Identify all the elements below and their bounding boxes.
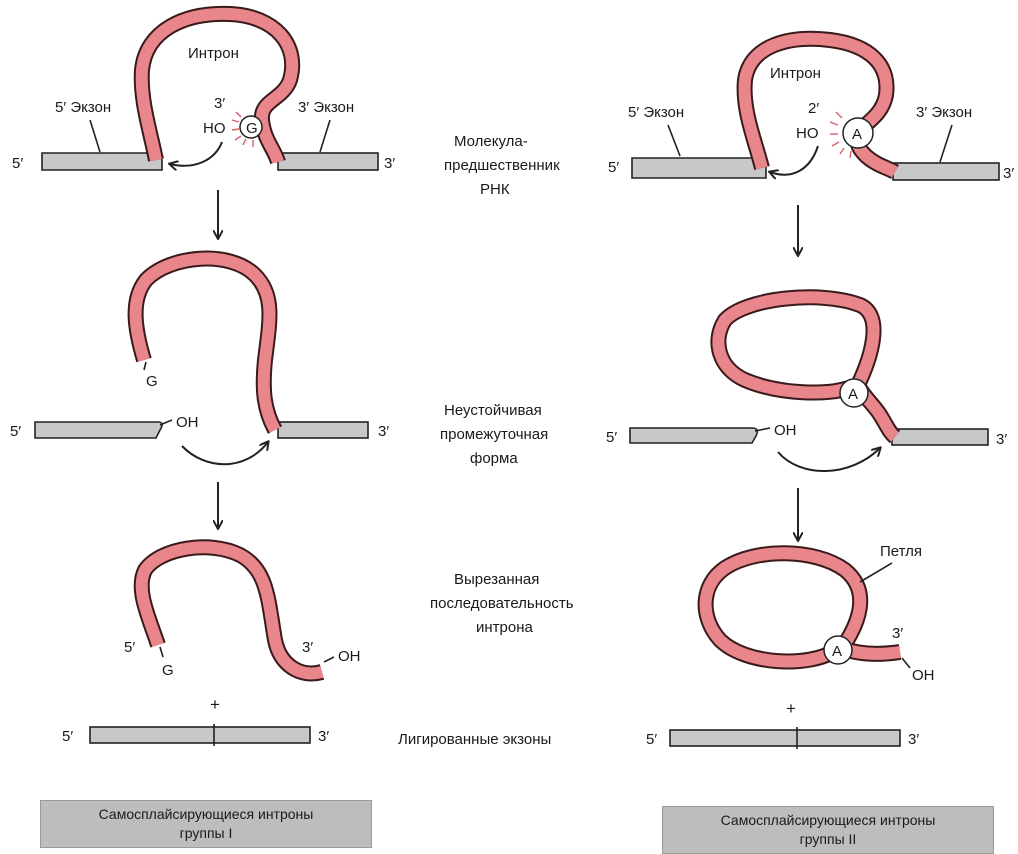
ligation-arrow: [778, 448, 880, 471]
group2-ligated: 5′ 3′: [646, 727, 919, 749]
oh-label: OH: [912, 667, 935, 684]
exon-3-bar: [278, 153, 378, 170]
exon-5-bar: [630, 428, 757, 443]
end5-label: 5′: [606, 429, 617, 446]
a-label: A: [852, 126, 862, 143]
intermediate-line3: форма: [470, 450, 518, 467]
exon5-label: 5′ Экзон: [628, 104, 684, 121]
end5-label: 5′: [608, 159, 619, 176]
loop-label: Петля: [880, 543, 922, 560]
intron-label: Интрон: [188, 45, 239, 62]
a-label: A: [832, 643, 842, 660]
exon-3-bar: [892, 429, 988, 445]
group1-intermediate: G OH 5′ 3′: [10, 259, 389, 465]
intron-strand: [142, 547, 322, 673]
precursor-line2: предшественник: [444, 157, 560, 174]
end3-label: 3′: [908, 731, 919, 748]
excised-line3: интрона: [476, 619, 534, 636]
intron-lariat: [718, 297, 895, 437]
ligated-exon-bar: [670, 730, 900, 746]
end5-label: 5′: [62, 728, 73, 745]
caption-group2-line1: Самосплайсирующиеся интроны: [669, 811, 987, 830]
g-label: G: [162, 662, 174, 679]
exon3-label: 3′ Экзон: [298, 99, 354, 116]
prime3-label: 3′: [892, 625, 903, 642]
ligated-label: Лигированные экзоны: [398, 731, 551, 748]
precursor-line3: РНК: [480, 181, 510, 198]
ligated-exon-bar: [90, 727, 310, 743]
ho-label: HO: [796, 125, 819, 142]
group2-intermediate: A OH 5′ 3′: [606, 297, 1007, 471]
ligation-arrow: [182, 442, 268, 464]
end5-label: 5′: [646, 731, 657, 748]
exon3-label: 3′ Экзон: [916, 104, 972, 121]
intron-strand: [745, 39, 895, 172]
exon-5-bar: [42, 153, 162, 170]
group2-precursor: A HO 2′ Интрон 5′ Экзон 3′ Экзон 5′ 3′: [608, 39, 1014, 182]
end3-label: 3′: [378, 423, 389, 440]
oh-label: OH: [774, 422, 797, 439]
exon-5-bar: [632, 158, 766, 178]
intron-strand: [142, 14, 292, 162]
caption-group2-line2: группы II: [669, 830, 987, 849]
end5-label: 5′: [10, 423, 21, 440]
intermediate-line1: Неустойчивая: [444, 402, 542, 419]
exon-3-bar: [278, 422, 368, 438]
group1-excised: G 5′ 3′ OH +: [124, 547, 361, 714]
prime5-label: 5′: [124, 639, 135, 656]
end3-label: 3′: [996, 431, 1007, 448]
attack-arrow: [770, 146, 818, 175]
middle-labels: Молекула- предшественник РНК Неустойчива…: [398, 133, 574, 748]
prime3-label: 3′: [302, 639, 313, 656]
intron-lariat: [706, 553, 900, 661]
plus-sign: +: [786, 699, 796, 718]
end3-label: 3′: [1003, 165, 1014, 182]
excised-line1: Вырезанная: [454, 571, 539, 588]
g-label: G: [246, 120, 258, 137]
end5-label: 5′: [12, 155, 23, 172]
group1-precursor: G HO 3′ Интрон 5′ Экзон 3′ Экзон 5′ 3′: [12, 14, 395, 172]
caption-group1: Самосплайсирующиеся интроны группы I: [40, 800, 372, 848]
intron-strand: [136, 259, 275, 430]
caption-group1-line2: группы I: [47, 824, 365, 843]
g-label: G: [146, 373, 158, 390]
intron-label: Интрон: [770, 65, 821, 82]
ho-label: HO: [203, 120, 226, 137]
attack-arrow: [170, 142, 222, 166]
oh-label: OH: [338, 648, 361, 665]
group1-ligated: 5′ 3′: [62, 724, 329, 746]
group2-excised: A OH 3′ Петля +: [706, 543, 935, 718]
exon-5-bar: [35, 422, 162, 438]
plus-sign: +: [210, 695, 220, 714]
prime3-label: 3′: [214, 95, 225, 112]
oh-label: OH: [176, 414, 199, 431]
intermediate-line2: промежуточная: [440, 426, 548, 443]
caption-group1-line1: Самосплайсирующиеся интроны: [47, 805, 365, 824]
prime2-label: 2′: [808, 100, 819, 117]
excised-line2: последовательность: [430, 595, 574, 612]
exon5-label: 5′ Экзон: [55, 99, 111, 116]
exon-3-bar: [893, 163, 999, 180]
end3-label: 3′: [318, 728, 329, 745]
caption-group2: Самосплайсирующиеся интроны группы II: [662, 806, 994, 854]
precursor-line1: Молекула-: [454, 133, 528, 150]
a-label: A: [848, 386, 858, 403]
end3-label: 3′: [384, 155, 395, 172]
